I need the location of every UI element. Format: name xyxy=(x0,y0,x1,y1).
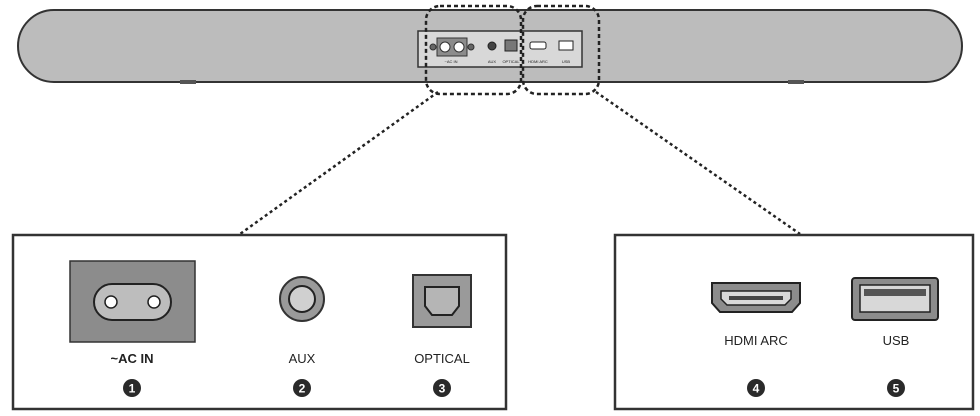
detail-panel-left: ~AC IN 1 AUX 2 OPTICAL 3 xyxy=(11,233,508,411)
hdmi-arc-port xyxy=(711,282,801,313)
mini-hdmi-port xyxy=(529,41,547,50)
leader-line-right xyxy=(595,90,801,236)
callout-number-2: 2 xyxy=(299,382,306,396)
usb-port xyxy=(851,277,939,321)
callout-5: 5 xyxy=(887,379,905,397)
mini-aux-port xyxy=(487,41,497,51)
callout-number-5: 5 xyxy=(893,382,900,396)
optical-port xyxy=(412,274,472,328)
callout-3: 3 xyxy=(433,379,451,397)
label-aux: AUX xyxy=(289,351,316,366)
callout-number-4: 4 xyxy=(753,382,760,396)
label-usb: USB xyxy=(883,333,910,348)
ac-in-port xyxy=(69,260,196,343)
mini-label-optical: OPTICAL xyxy=(502,59,520,64)
mini-ac-in-port xyxy=(429,37,475,57)
leader-line-left xyxy=(239,90,439,236)
callout-1: 1 xyxy=(123,379,141,397)
label-ac-in: ~AC IN xyxy=(111,351,154,366)
soundbar: ~AC IN AUX OPTICAL HDMI ARC USB xyxy=(17,9,963,84)
mini-usb-port xyxy=(558,40,574,51)
label-optical: OPTICAL xyxy=(414,351,470,366)
label-hdmi-arc: HDMI ARC xyxy=(724,333,788,348)
mini-label-ac-in: ~AC IN xyxy=(444,59,457,64)
highlight-box-left xyxy=(424,4,523,96)
mini-label-aux: AUX xyxy=(488,59,497,64)
highlight-box-right xyxy=(521,4,601,96)
mini-optical-port xyxy=(504,39,518,52)
mini-label-usb: USB xyxy=(562,59,571,64)
callout-2: 2 xyxy=(293,379,311,397)
mini-label-hdmi-arc: HDMI ARC xyxy=(528,59,548,64)
detail-panel-right: HDMI ARC 4 USB 5 xyxy=(613,233,975,411)
callout-number-3: 3 xyxy=(439,382,446,396)
callout-number-1: 1 xyxy=(129,382,136,396)
aux-port xyxy=(279,276,325,322)
callout-4: 4 xyxy=(747,379,765,397)
